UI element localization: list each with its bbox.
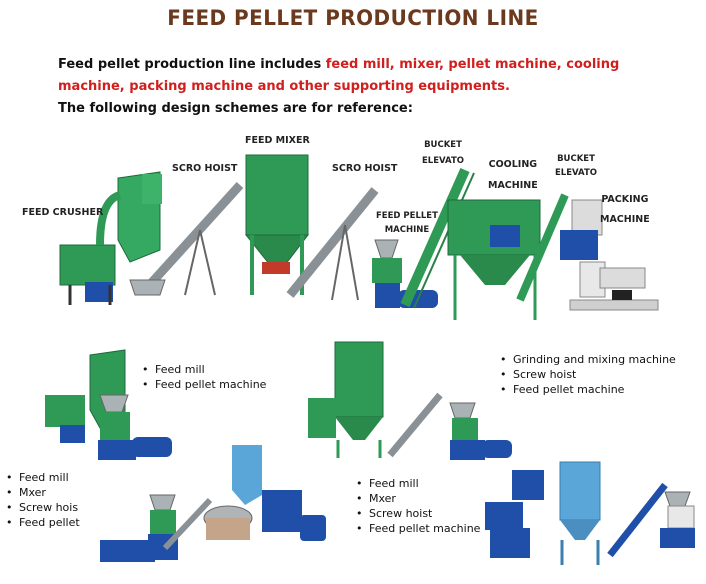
list-item: Feed pellet machine bbox=[142, 377, 266, 392]
scheme3-illustration bbox=[100, 445, 326, 562]
label-bucket-elevator-1: BUCKET ELEVATO bbox=[422, 138, 464, 168]
label-bucket-1-line1: BUCKET bbox=[424, 140, 462, 150]
list-item: Feed pellet machine bbox=[356, 521, 480, 536]
page-title: FEED PELLET PRODUCTION LINE bbox=[167, 6, 539, 30]
bucket-elevator-1-illustration bbox=[400, 167, 475, 309]
list-item: Feed pellet bbox=[6, 515, 80, 530]
label-feed-pellet-machine: FEED PELLET MACHINE bbox=[376, 209, 438, 237]
label-scro-hoist-2: SCRO HOIST bbox=[332, 163, 398, 174]
list-item: Grinding and mixing machine bbox=[500, 352, 676, 367]
label-bucket-elevator-2: BUCKET ELEVATO bbox=[555, 152, 597, 180]
screw-hoist-2-illustration bbox=[286, 187, 379, 301]
list-item: Mxer bbox=[6, 485, 80, 500]
scheme4-illustration bbox=[485, 461, 695, 565]
list-item: Feed mill bbox=[356, 476, 480, 491]
label-feed-pellet-line2: MACHINE bbox=[384, 225, 430, 235]
list-item: Mxer bbox=[356, 491, 480, 506]
bucket-elevator-2-illustration bbox=[516, 193, 569, 302]
label-packing-line2: MACHINE bbox=[600, 214, 650, 225]
list-item: Screw hois bbox=[6, 500, 80, 515]
scheme4-list: Feed mill Mxer Screw hoist Feed pellet m… bbox=[356, 476, 480, 536]
scheme1-list: Feed mill Feed pellet machine bbox=[142, 362, 266, 392]
list-item: Feed mill bbox=[142, 362, 266, 377]
intro-text: Feed pellet production line includes fee… bbox=[58, 54, 658, 120]
list-item: Feed mill bbox=[6, 470, 80, 485]
label-feed-crusher: FEED CRUSHER bbox=[22, 207, 104, 218]
label-cooling-machine: COOLING MACHINE bbox=[488, 154, 538, 196]
scheme3-list: Feed mill Mxer Screw hois Feed pellet bbox=[6, 470, 80, 530]
intro-prefix: Feed pellet production line includes bbox=[58, 57, 326, 72]
screw-hoist-1-illustration bbox=[129, 181, 244, 296]
label-scro-hoist-1: SCRO HOIST bbox=[172, 163, 238, 174]
cooling-machine-illustration bbox=[447, 199, 541, 320]
scheme2-list: Grinding and mixing machine Screw hoist … bbox=[500, 352, 676, 397]
label-cooling-line2: MACHINE bbox=[488, 180, 538, 191]
feed-crusher-illustration bbox=[59, 171, 162, 305]
list-item: Screw hoist bbox=[500, 367, 676, 382]
list-item: Screw hoist bbox=[356, 506, 480, 521]
label-bucket-2-line1: BUCKET bbox=[557, 154, 595, 164]
label-packing-line1: PACKING bbox=[601, 194, 649, 205]
scheme1-illustration bbox=[45, 349, 172, 460]
list-item: Feed pellet machine bbox=[500, 382, 676, 397]
label-bucket-2-line2: ELEVATO bbox=[555, 168, 597, 178]
label-bucket-1-line2: ELEVATO bbox=[422, 156, 464, 166]
label-feed-mixer: FEED MIXER bbox=[245, 135, 310, 146]
label-cooling-line1: COOLING bbox=[488, 159, 538, 170]
label-packing-machine: PACKING MACHINE bbox=[600, 190, 650, 230]
intro-highlight: feed mill, mixer, pellet machine, coolin… bbox=[58, 57, 620, 94]
label-feed-pellet-line1: FEED PELLET bbox=[376, 211, 438, 221]
packing-machine-illustration bbox=[560, 199, 659, 311]
feed-mixer-illustration bbox=[244, 154, 310, 295]
intro-line2: The following design schemes are for ref… bbox=[58, 101, 413, 116]
scheme2-illustration bbox=[308, 341, 512, 460]
